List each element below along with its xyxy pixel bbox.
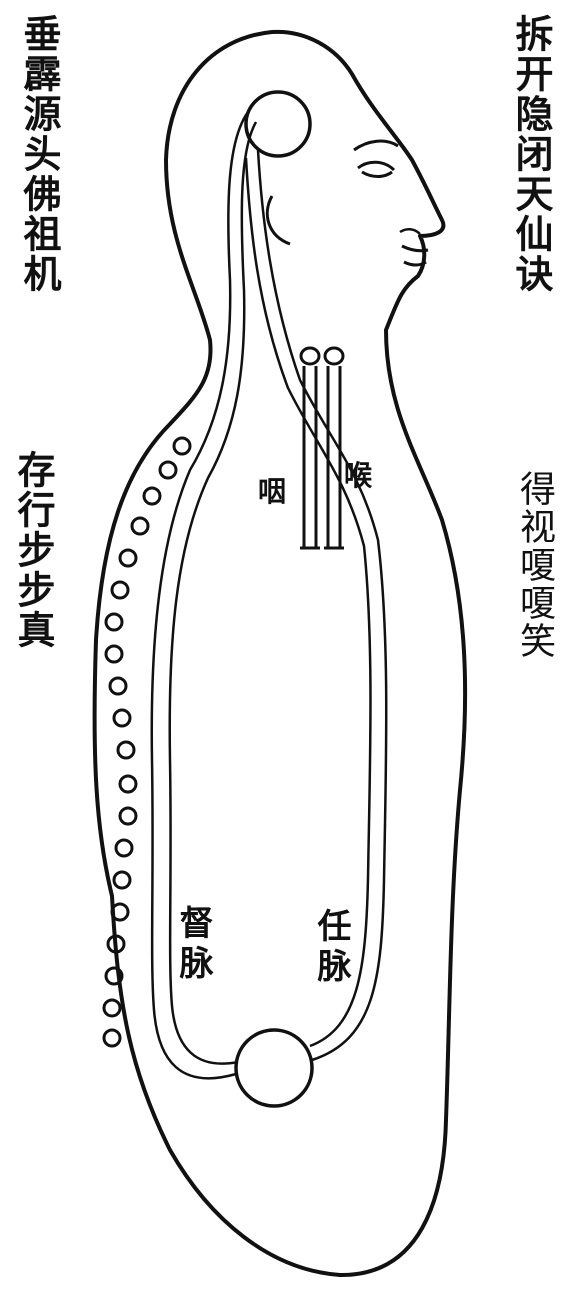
vertebra [112, 582, 128, 598]
verse-right-top: 拆开隐闭天仙诀 [512, 14, 550, 294]
vertebra [104, 1000, 120, 1016]
ear [267, 196, 290, 244]
dantian-circle [236, 1030, 312, 1106]
vertebra [120, 550, 136, 566]
vertebra [106, 646, 122, 662]
vertebra [114, 710, 130, 726]
verse-left-middle: 存行步步真 [14, 450, 52, 650]
eye [358, 162, 394, 176]
verse-right-middle: 得视嗄嗄笑 [516, 470, 552, 660]
body-outline [95, 32, 466, 1275]
verse-left-top: 垂霹源头佛祖机 [20, 14, 58, 294]
nose-line [400, 229, 420, 234]
vertebra [144, 488, 160, 504]
vertebra [174, 438, 190, 454]
vertebra [110, 678, 126, 694]
label-ren-channel: 任脉 [314, 908, 348, 988]
eyebrow [354, 141, 398, 150]
vertebra [160, 462, 176, 478]
throat-bulb-right [325, 348, 343, 364]
label-du-channel: 督脉 [176, 905, 210, 985]
throat-bulb-left [301, 348, 319, 364]
vertebra [106, 614, 122, 630]
vertebra [132, 518, 148, 534]
label-throat-left: 咽 [258, 478, 286, 506]
vertebra [114, 872, 130, 888]
vertebra [104, 1030, 120, 1046]
vertebra [120, 776, 136, 792]
vertebra [120, 808, 136, 824]
vertebra [118, 742, 134, 758]
vertebra [116, 840, 132, 856]
label-throat-right: 喉 [344, 462, 372, 490]
ren-channel-inner [246, 158, 371, 1046]
